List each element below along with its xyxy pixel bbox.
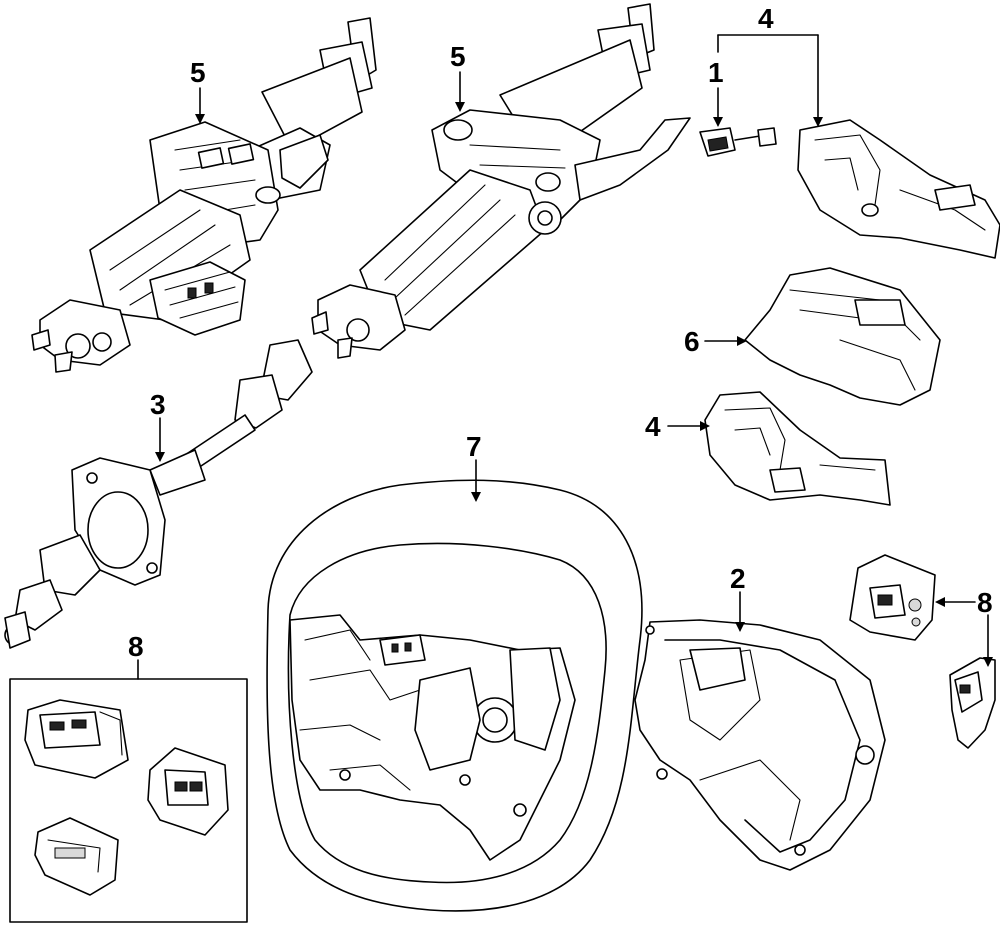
callout-8-right: 8 bbox=[977, 587, 993, 618]
callout-2: 2 bbox=[730, 563, 746, 594]
callout-labels: 5 5 4 1 6 4 3 7 2 8 8 bbox=[128, 3, 993, 662]
switch-assembly-8-right bbox=[849, 554, 996, 749]
column-cover-lower-4 bbox=[704, 391, 891, 506]
steering-column-left bbox=[31, 17, 377, 373]
callout-4-middle: 4 bbox=[645, 411, 661, 442]
column-cover-upper-4 bbox=[797, 119, 1000, 259]
callout-3: 3 bbox=[150, 389, 166, 420]
switch-part-1 bbox=[699, 127, 777, 157]
callout-leaders bbox=[137, 34, 993, 680]
switch-assembly-8-inset bbox=[9, 678, 248, 923]
callout-5-left: 5 bbox=[190, 57, 206, 88]
steering-wheel-7 bbox=[266, 479, 643, 912]
callout-4-top: 4 bbox=[758, 3, 774, 34]
column-shroud-6 bbox=[744, 267, 941, 406]
steering-column-center bbox=[311, 3, 691, 359]
callout-6: 6 bbox=[684, 326, 700, 357]
intermediate-shaft-3 bbox=[4, 339, 313, 649]
wheel-cover-2 bbox=[634, 619, 886, 871]
callout-5-center: 5 bbox=[450, 41, 466, 72]
callout-7: 7 bbox=[466, 431, 482, 462]
callout-1: 1 bbox=[708, 57, 724, 88]
callout-8-inset: 8 bbox=[128, 631, 144, 662]
